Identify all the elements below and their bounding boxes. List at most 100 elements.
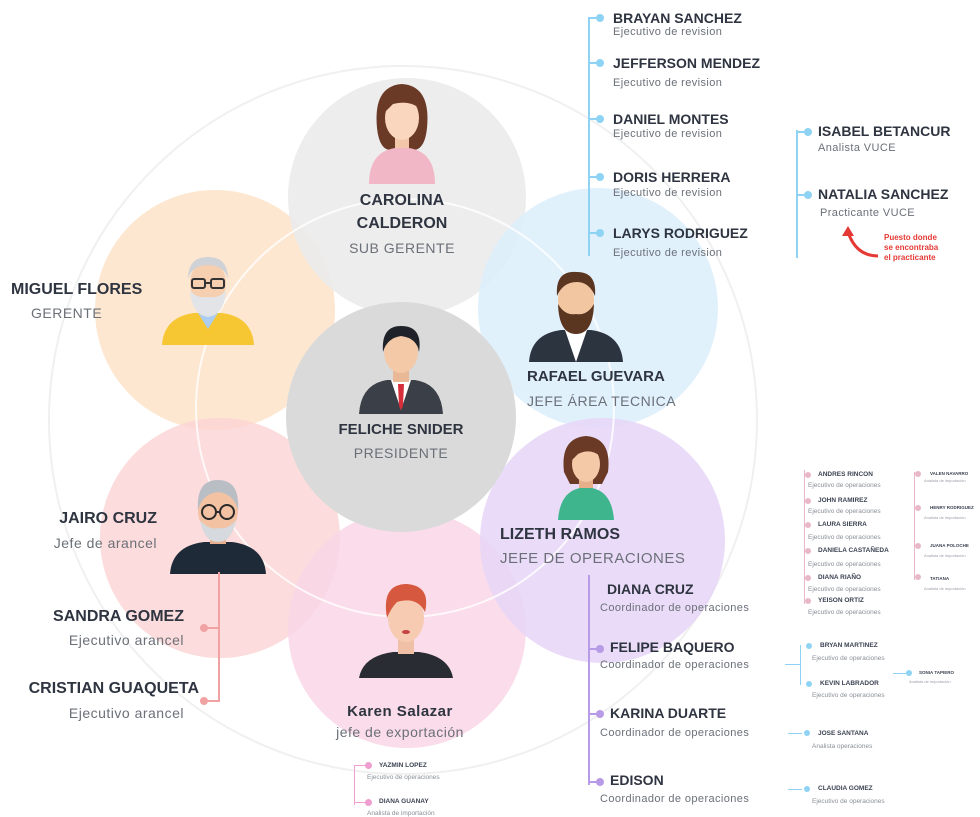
practicante-note-2: se encontraba — [884, 243, 939, 252]
karina-connector — [788, 733, 802, 734]
arancel-member-name: SANDRA GOMEZ — [53, 608, 184, 625]
revision-member-role: Ejecutivo de revision — [613, 247, 723, 259]
import-member-role: Analista de importación — [924, 478, 966, 483]
export-tree-line — [354, 765, 355, 805]
president-avatar-icon — [359, 326, 443, 414]
woman-avatar-icon — [369, 84, 435, 184]
diana-member-role: Ejecutivo de operaciones — [808, 534, 881, 541]
diana-member-role: Ejecutivo de operaciones — [808, 586, 881, 593]
coordinator-role: Coordinador de operaciones — [600, 602, 750, 614]
diana-dot — [805, 598, 811, 604]
karina-member-name: JOSE SANTANA — [818, 730, 869, 737]
exportacion-role: jefe de exportación — [336, 724, 464, 740]
revision-dot — [596, 173, 604, 181]
exportacion-name: Karen Salazar — [347, 703, 453, 720]
revision-dot — [596, 59, 604, 67]
coord-dot — [596, 778, 604, 786]
import-tree-line — [914, 472, 915, 580]
redhead-woman-avatar-icon — [359, 584, 453, 678]
vuce-connector — [796, 131, 808, 133]
karina-dot — [804, 730, 810, 736]
outer-ring — [48, 65, 758, 775]
tecnica-name: RAFAEL GUEVARA — [527, 368, 665, 385]
vuce-dot — [804, 191, 812, 199]
arancel-connector — [205, 627, 219, 629]
coordinator-name: FELIPE BAQUERO — [610, 639, 735, 655]
import-member-name: TATIANA — [930, 576, 950, 581]
import-dot — [915, 505, 921, 511]
vuce-member-role: Practicante VUCE — [820, 207, 916, 219]
revision-connector — [588, 17, 600, 19]
presidente-name: FELICHE SNIDER — [338, 421, 464, 438]
arancel-dot — [200, 697, 208, 705]
vuce-member-name: ISABEL BETANCUR — [818, 123, 951, 139]
export-member-role: Analista de importación — [367, 810, 435, 817]
felipe-member-role: Ejecutivo de operaciones — [812, 655, 885, 662]
diana-dot — [805, 575, 811, 581]
bald-glasses-man-avatar-icon — [170, 480, 266, 574]
diana-dot — [805, 522, 811, 528]
revision-member-role: Ejecutivo de revision — [613, 187, 723, 199]
edison-member-name: CLAUDIA GOMEZ — [818, 785, 873, 792]
diana-dot — [805, 472, 811, 478]
felipe-connector — [785, 664, 801, 665]
diana-member-name: ANDRES RINCON — [818, 471, 873, 478]
coordinator-name: KARINA DUARTE — [610, 705, 727, 721]
kevin-member-name: SONIA TAPIERO — [919, 670, 955, 675]
import-member-name: HENRY RODRIGUEZ — [930, 505, 974, 510]
felipe-tree-line — [800, 645, 801, 685]
felipe-member-name: KEVIN LABRADOR — [820, 680, 879, 687]
arancel-dot — [200, 624, 208, 632]
arancel-connector — [205, 700, 219, 702]
revision-member-name: LARYS RODRIGUEZ — [613, 225, 748, 241]
felipe-member-name: BRYAN MARTINEZ — [820, 642, 878, 649]
diana-member-role: Ejecutivo de operaciones — [808, 561, 881, 568]
edison-member-role: Ejecutivo de operaciones — [812, 798, 885, 805]
diana-dot — [805, 498, 811, 504]
revision-dot — [596, 14, 604, 22]
vuce-dot — [804, 128, 812, 136]
arancel-member-name: CRISTIAN GUAQUETA — [28, 680, 199, 697]
diana-member-role: Ejecutivo de operaciones — [808, 609, 881, 616]
vuce-member-name: NATALIA SANCHEZ — [818, 186, 949, 202]
presidente-role: PRESIDENTE — [353, 445, 449, 461]
curved-arrow-icon — [842, 226, 879, 258]
coordinator-role: Coordinador de operaciones — [600, 659, 750, 671]
felipe-member-role: Ejecutivo de operaciones — [812, 692, 885, 699]
diana-dot — [805, 548, 811, 554]
edison-connector — [788, 789, 802, 790]
revision-connector — [588, 118, 600, 120]
arancel-tree-line — [218, 572, 220, 702]
diana-member-name: DANIELA CASTAÑEDA — [818, 547, 889, 554]
karina-member-role: Analista operaciones — [812, 743, 873, 750]
coord-connector — [588, 781, 600, 783]
coordinator-role: Coordinador de operaciones — [600, 727, 750, 739]
old-man-avatar-icon — [162, 257, 254, 345]
diana-tree-line — [804, 470, 805, 604]
diana-member-role: Ejecutivo de operaciones — [808, 508, 881, 515]
revision-dot — [596, 115, 604, 123]
woman-green-avatar-icon — [558, 436, 614, 520]
diana-member-name: JOHN RAMIREZ — [818, 497, 868, 504]
diana-member-role: Ejecutivo de operaciones — [808, 482, 881, 489]
operaciones-role: JEFE DE OPERACIONES — [500, 550, 686, 567]
arancel-name: JAIRO CRUZ — [59, 510, 157, 527]
kevin-connector — [893, 673, 907, 674]
kevin-member-role: Analista de importación — [909, 679, 951, 684]
import-dot — [915, 543, 921, 549]
revision-member-role: Ejecutivo de revision — [613, 26, 723, 38]
vuce-member-role: Analista VUCE — [818, 142, 896, 154]
coord-dot — [596, 645, 604, 653]
export-connector — [354, 765, 366, 766]
coordinator-name: DIANA CRUZ — [607, 581, 694, 597]
revision-dot — [596, 229, 604, 237]
export-member-name: YAZMIN LOPEZ — [379, 762, 427, 769]
export-connector — [354, 802, 366, 803]
revision-tree-line — [588, 18, 590, 256]
gerente-name: MIGUEL FLORES — [11, 281, 143, 298]
revision-member-role: Ejecutivo de revision — [613, 128, 723, 140]
sub-gerente-role: SUB GERENTE — [349, 240, 455, 256]
coord-connector — [588, 648, 600, 650]
arancel-member-role: Ejecutivo arancel — [68, 632, 184, 648]
edison-dot — [804, 786, 810, 792]
